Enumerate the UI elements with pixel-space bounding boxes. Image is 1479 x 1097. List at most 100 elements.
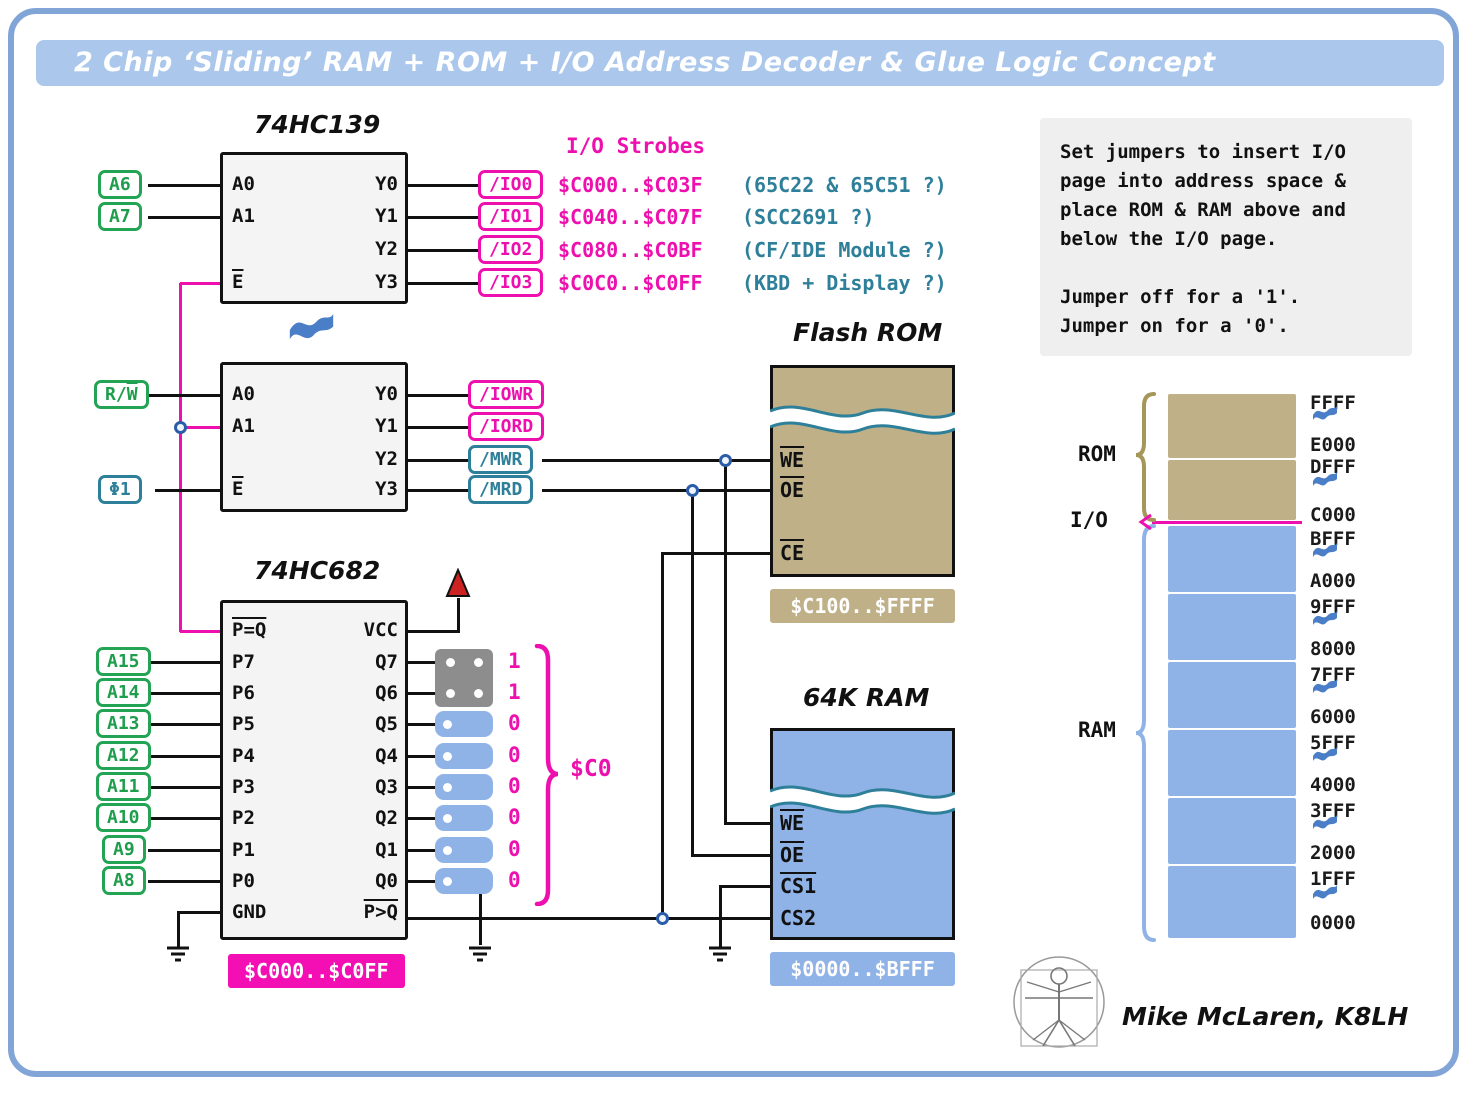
map-squiggle-icon: [1313, 747, 1337, 761]
vitruvian-man-image: [1013, 956, 1105, 1048]
comparator-range-label: $C000..$C0FF: [228, 954, 405, 988]
map-ram-block: [1168, 526, 1296, 592]
bit-q6: 1: [508, 680, 521, 704]
junction-dot: [656, 912, 669, 925]
jumper-header-q7-q6: [435, 649, 493, 707]
chip-74hc139-a: [220, 152, 408, 304]
ground-icon: [709, 946, 731, 962]
input-tag-a12: A12: [96, 741, 151, 770]
wire: [408, 394, 468, 397]
map-squiggle-icon: [1313, 611, 1337, 625]
jumper-q4: [435, 743, 493, 769]
bit-q3: 0: [508, 774, 521, 798]
rom-block: [770, 365, 955, 577]
wire: [408, 249, 478, 252]
pin-vcc: VCC: [363, 619, 398, 641]
chip-74hc682: [220, 600, 408, 940]
input-tag-a8: A8: [102, 866, 146, 895]
pin-p5: P5: [232, 713, 255, 735]
range-io1: $C040..$C07F: [558, 205, 703, 229]
wire: [691, 489, 694, 857]
header-pin: [474, 689, 483, 698]
chip-74hc139-b: [220, 362, 408, 512]
map-squiggle-icon: [1313, 406, 1337, 420]
pin-q4: Q4: [375, 745, 398, 767]
wire: [177, 911, 180, 947]
junction-dot: [686, 484, 699, 497]
map-ram-label: RAM: [1078, 718, 1116, 742]
bit-q2: 0: [508, 805, 521, 829]
map-address: 1FFF: [1310, 868, 1356, 890]
wire: [148, 880, 220, 883]
input-tag-rw: R/W: [94, 380, 149, 409]
pin-e: E: [232, 478, 244, 500]
jumper-q3: [435, 774, 493, 800]
rom-brace: [1135, 392, 1156, 522]
jumper-pin: [443, 752, 452, 761]
rw-text: R/: [105, 384, 127, 405]
wire: [662, 552, 770, 555]
vcc-arrow-icon: [445, 568, 471, 597]
wire: [148, 786, 220, 789]
header-pin: [474, 658, 483, 667]
ram-range-label: $0000..$BFFF: [770, 952, 955, 986]
wire: [542, 489, 770, 492]
wire: [408, 630, 459, 633]
map-squiggle-icon: [1313, 885, 1337, 899]
jumper-pin: [443, 720, 452, 729]
note-line: Set jumpers to insert I/O: [1060, 141, 1346, 163]
jumper-instructions-box: Set jumpers to insert I/O page into addr…: [1040, 118, 1412, 356]
pin-pgtq: P>Q: [363, 901, 398, 923]
range-io3: $C0C0..$C0FF: [558, 271, 703, 295]
input-tag-a11: A11: [96, 772, 151, 801]
note-line: place ROM & RAM above and: [1060, 199, 1346, 221]
wire: [408, 917, 770, 920]
ram-pin-cs2: CS2: [780, 906, 817, 930]
pin-p7: P7: [232, 651, 255, 673]
pin-a1: A1: [232, 415, 255, 437]
pin-p3: P3: [232, 776, 255, 798]
pin-a1: A1: [232, 205, 255, 227]
pin-q7: Q7: [375, 651, 398, 673]
compare-value-brace: [534, 644, 559, 906]
pin-a0: A0: [232, 383, 255, 405]
wire: [148, 755, 220, 758]
pin-p6: P6: [232, 682, 255, 704]
pin-y2: Y2: [375, 238, 398, 260]
map-squiggle-icon: [1313, 472, 1337, 486]
wire: [148, 184, 220, 187]
wire: [408, 426, 468, 429]
rom-pin-oe: OE: [780, 478, 805, 502]
pin-p1: P1: [232, 839, 255, 861]
wire: [408, 880, 435, 883]
wire: [408, 661, 435, 664]
pin-gnd: GND: [232, 901, 267, 923]
page-title: 2 Chip ‘Sliding’ RAM + ROM + I/O Address…: [36, 40, 1444, 86]
pin-q1: Q1: [375, 839, 398, 861]
wire: [457, 598, 460, 633]
pin-q6: Q6: [375, 682, 398, 704]
map-address: DFFF: [1310, 456, 1356, 478]
jumper-q5: [435, 711, 493, 737]
pin-a0: A0: [232, 173, 255, 195]
junction-dot: [719, 454, 732, 467]
strobe-io3: /IO3: [478, 268, 544, 297]
strobe-io1: /IO1: [478, 202, 544, 231]
rw-bar-text: W: [126, 384, 138, 405]
wire: [408, 755, 435, 758]
note-line: page into address space &: [1060, 170, 1346, 192]
jumper-pin: [443, 846, 452, 855]
wire: [408, 184, 478, 187]
header-pin: [446, 689, 455, 698]
wire: [148, 692, 220, 695]
map-rom-label: ROM: [1078, 442, 1116, 466]
ram-title: 64K RAM: [803, 683, 930, 712]
io-page-line: [1152, 521, 1302, 524]
pin-q0: Q0: [375, 870, 398, 892]
jumper-q0: [435, 868, 493, 894]
wire: [180, 630, 222, 633]
chip-label-74hc682: 74HC682: [254, 556, 381, 585]
jumper-pin: [443, 877, 452, 886]
wire: [148, 723, 220, 726]
